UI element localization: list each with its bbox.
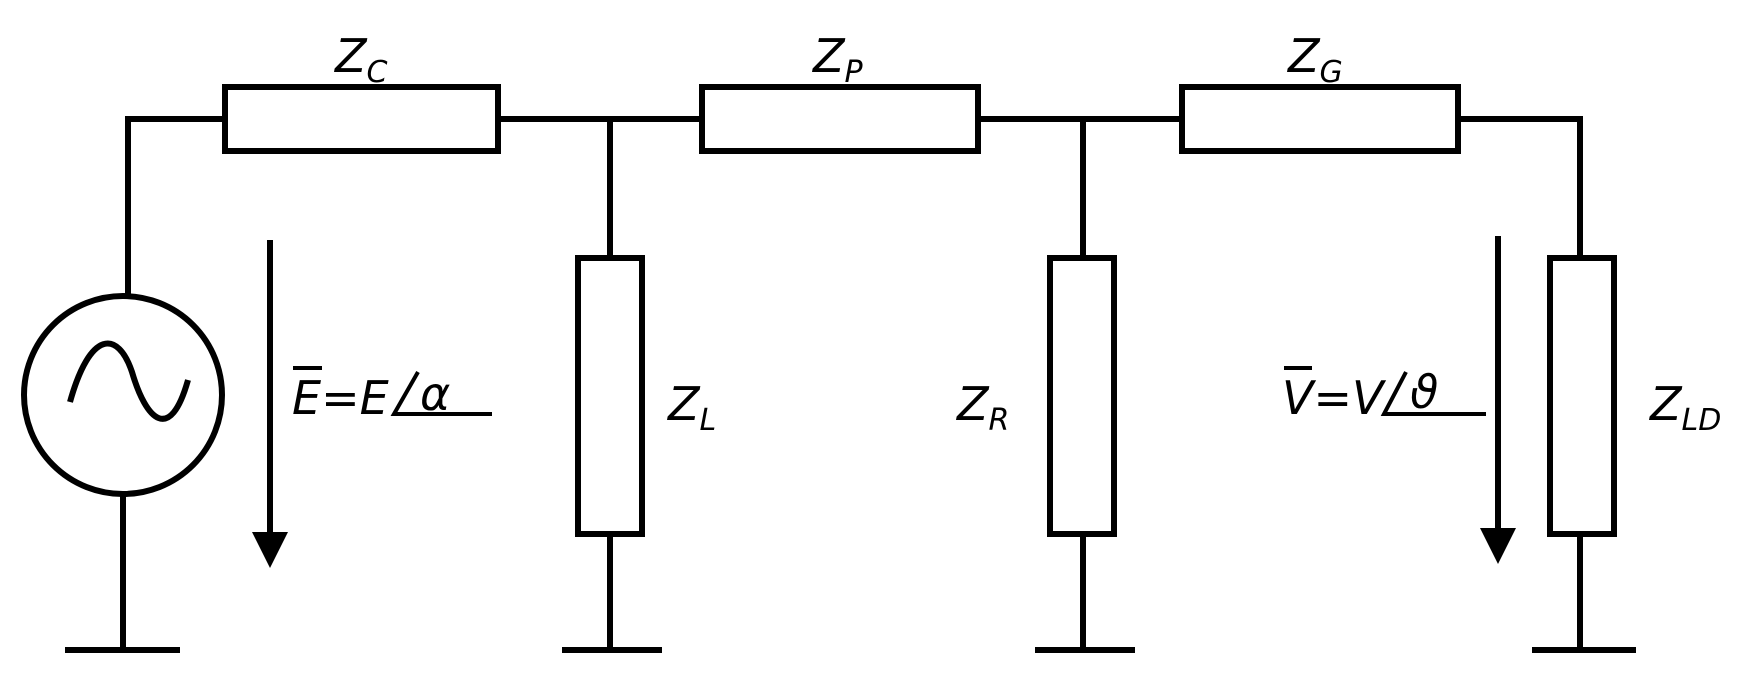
- angle-symbol: [390, 371, 492, 416]
- angle-symbol: [1380, 371, 1486, 416]
- svg-text:V=V: V=V: [1282, 371, 1387, 425]
- impedance-zp: [699, 84, 981, 154]
- svg-text:E=E: E=E: [292, 371, 389, 425]
- label-zg: ZG: [1286, 29, 1343, 90]
- label-zc: ZC: [333, 29, 388, 90]
- shunt-branch-zld: [1532, 255, 1636, 653]
- source-voltage-label: E=E α: [292, 366, 492, 425]
- impedance-zg: [1179, 84, 1461, 154]
- impedance-zl: [575, 255, 645, 537]
- impedance-zc: [222, 84, 501, 154]
- arrow-source-voltage: [252, 240, 288, 568]
- impedance-zr: [1047, 255, 1117, 537]
- arrow-load-voltage: [1480, 236, 1516, 564]
- svg-text:ϑ: ϑ: [1410, 365, 1438, 419]
- label-zr: ZR: [955, 377, 1009, 438]
- shunt-branch-zl: [562, 119, 662, 653]
- svg-text:α: α: [420, 367, 450, 421]
- label-zl: ZL: [666, 377, 716, 438]
- label-zld: ZLD: [1648, 377, 1721, 438]
- top-wire: [125, 116, 1583, 295]
- source-circle: [21, 293, 225, 497]
- impedance-zld: [1547, 255, 1617, 537]
- label-zp: ZP: [811, 29, 864, 90]
- shunt-branch-zr: [1035, 119, 1135, 653]
- sine-wave-icon: [67, 340, 191, 422]
- load-voltage-label: V=V ϑ: [1282, 365, 1486, 425]
- voltage-source: [21, 293, 225, 653]
